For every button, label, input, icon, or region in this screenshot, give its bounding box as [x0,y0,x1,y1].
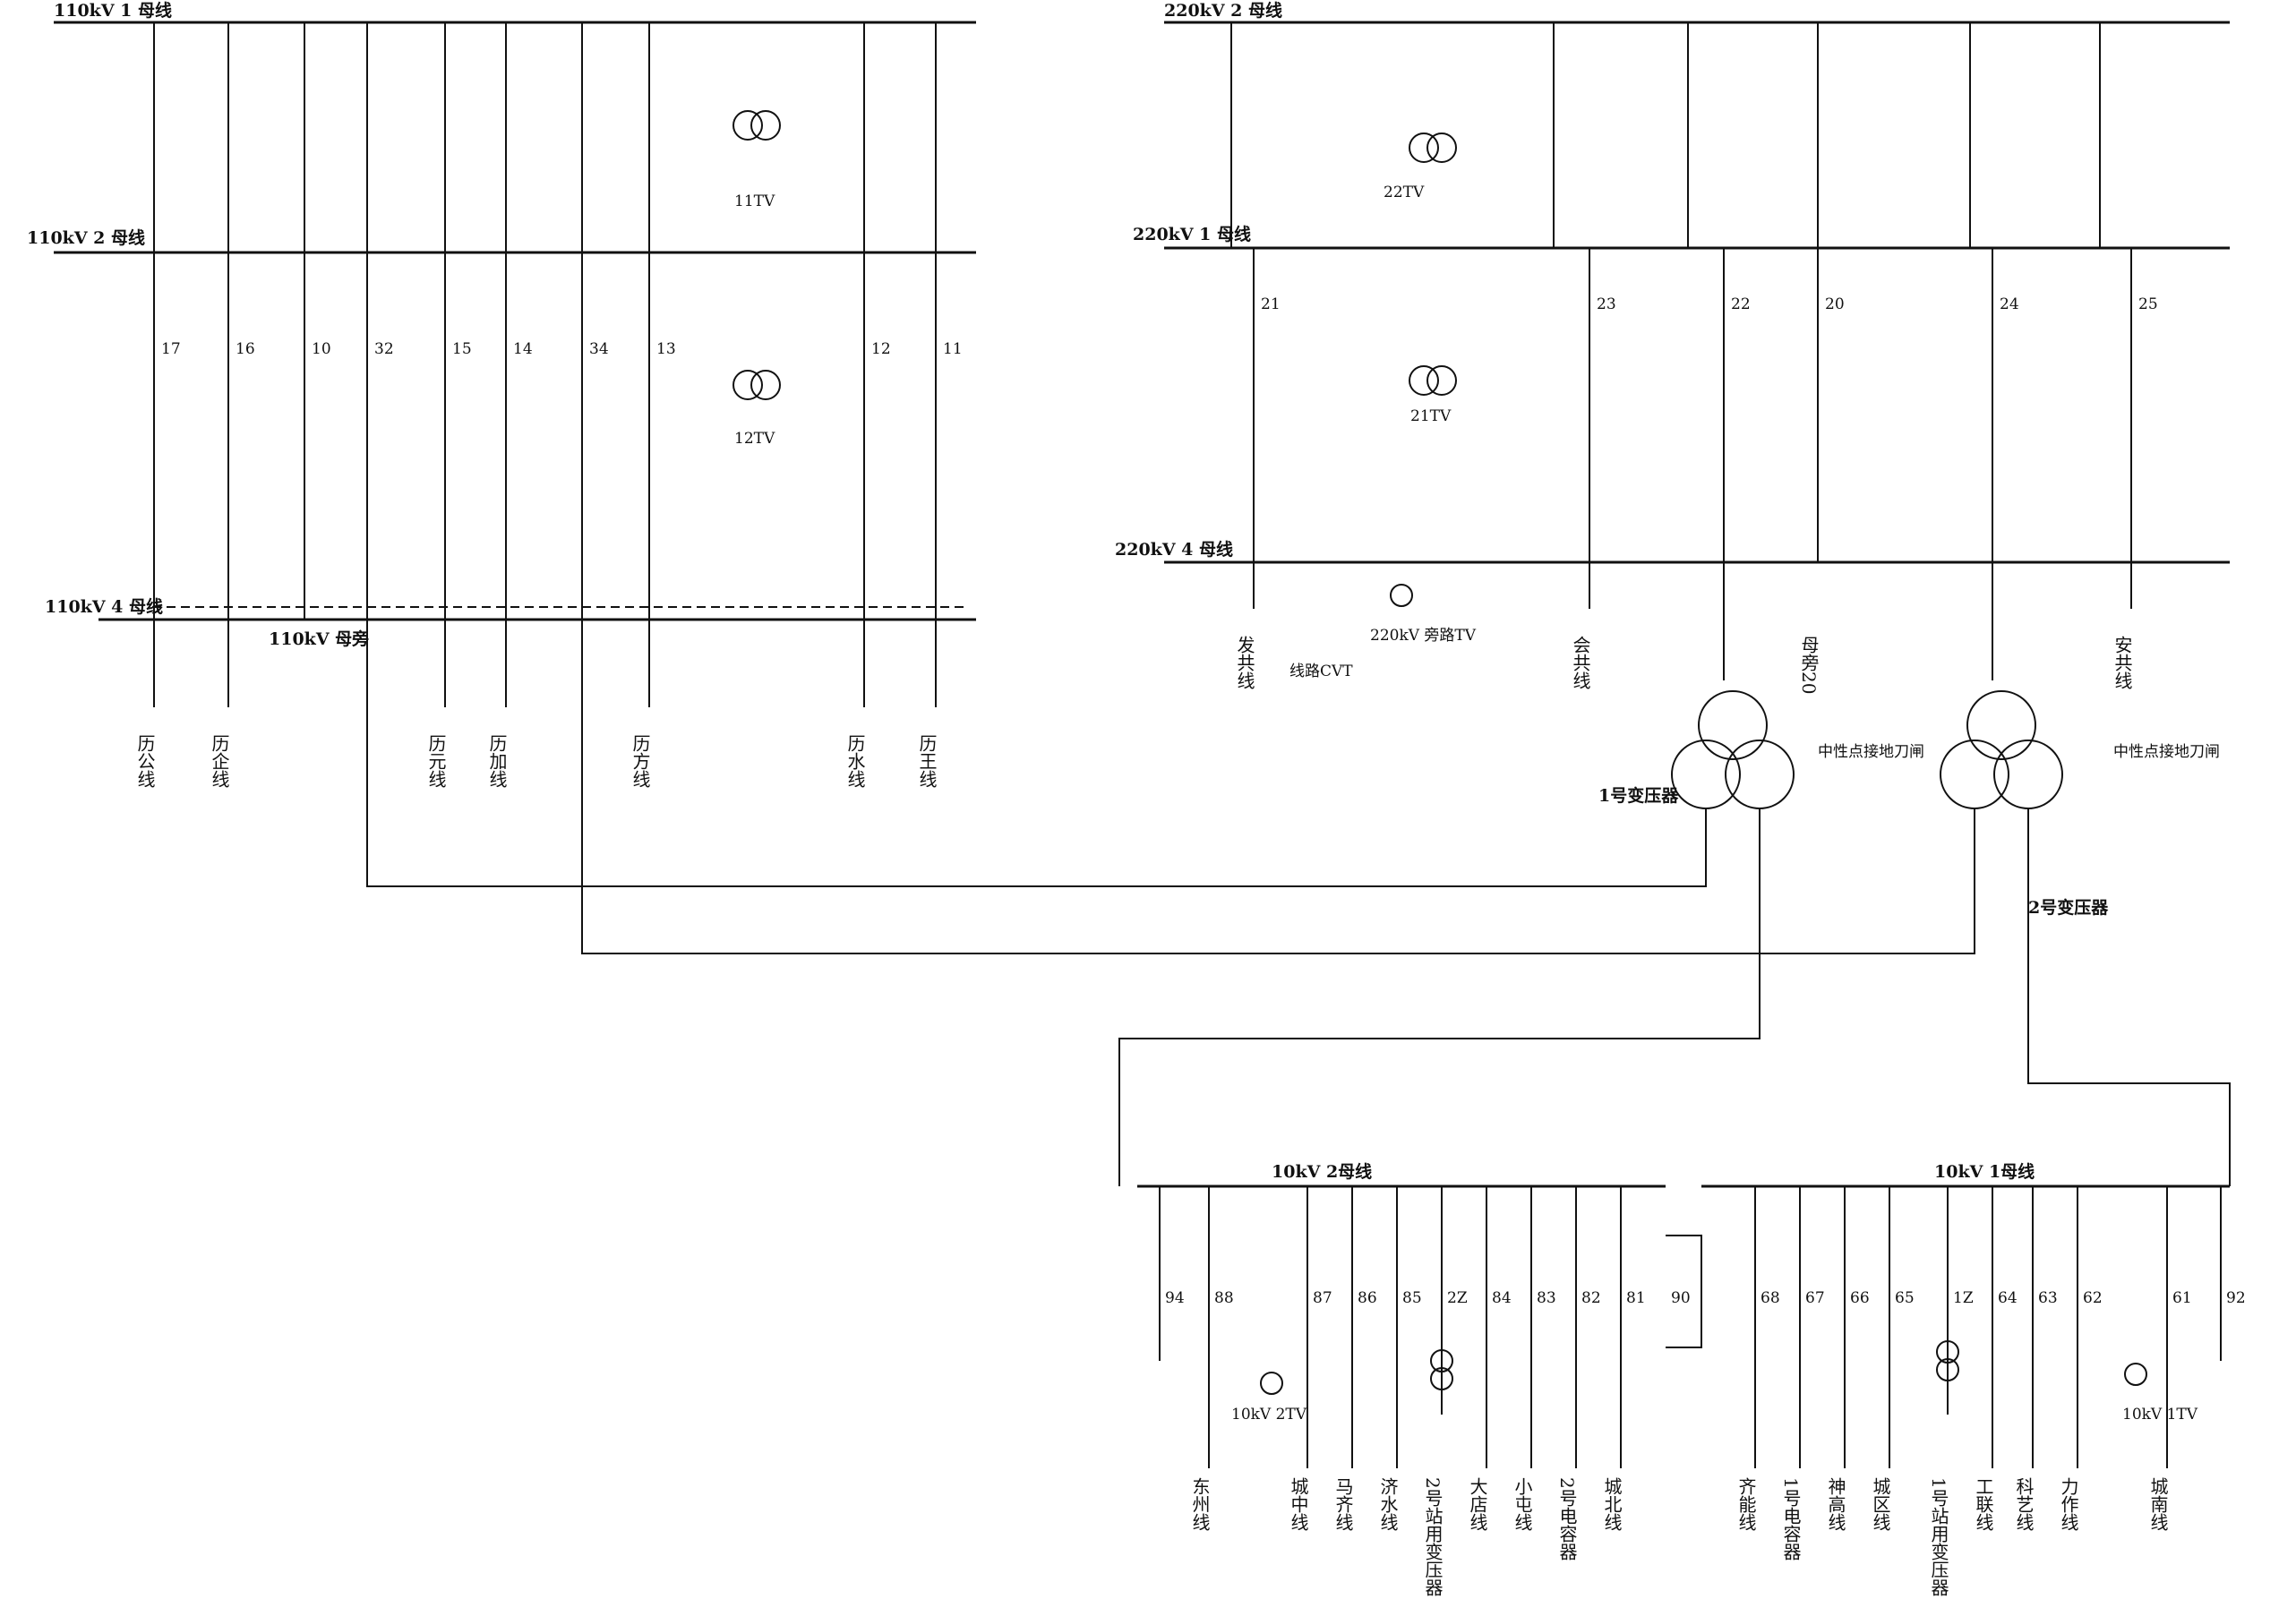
station-transformers [1430,1340,1959,1390]
feeder-10-2-id-88: 88 [1214,1289,1234,1307]
line-220-id-22: 22 [1731,295,1751,313]
feeder-10-2-id-2Z: 2Z [1447,1289,1468,1307]
label-bus-10kv-1: 10kV 1母线 [1934,1161,2035,1182]
line-220-name-20: 母旁20 [1798,636,1820,694]
label-line-cvt: 线路CVT [1289,663,1353,680]
label-bypass-tv: 220kV 旁路TV [1370,627,1477,645]
line-220-id-21: 21 [1261,295,1281,313]
feeder-10-1-id-64: 64 [1998,1289,2018,1307]
feeder-10-1-id-61: 61 [2172,1289,2192,1307]
feeder-10-1-name-65: 城区线 [1870,1477,1891,1531]
label-bus-10kv-2: 10kV 2母线 [1272,1161,1372,1182]
line-110-name-15: 历元线 [425,734,447,788]
feeder-10-2-name-84: 大店线 [1467,1477,1488,1531]
feeder-10-1-name-1Z: 1号站用变压器 [1928,1477,1949,1596]
feeder-10-1-id-65: 65 [1895,1289,1915,1307]
line-labels: 17 历公线 16 历企线 10 32 15 历元线 14 历加线 34 13 历方线 12 历水线 11 历王… [134,295,2246,1596]
line-220-id-23: 23 [1597,295,1616,313]
feeder-10-1-id-67: 67 [1805,1289,1825,1307]
feeder-10-1-name-68: 齐能线 [1735,1477,1757,1531]
feeder-10-1-id-66: 66 [1850,1289,1870,1307]
label-21tv: 21TV [1410,407,1452,425]
line-110-id-12: 12 [871,340,891,358]
label-bus-110kv-bypass: 110kV 母旁 [269,628,369,649]
line-220-name-23: 会共线 [1570,636,1591,689]
line-110-id-17: 17 [161,340,181,358]
tv-symbols [732,110,2147,1395]
feeder-10-1-name-61: 城南线 [2147,1477,2169,1531]
feeder-10-2-id-86: 86 [1358,1289,1377,1307]
bays-220 [1230,22,2132,680]
label-bus-110kv-4: 110kV 4 母线 [45,596,163,617]
label-neutral-switch-1: 中性点接地刀闸 [1818,743,1924,761]
label-transformer-2: 2号变压器 [2028,897,2109,918]
line-220-id-20: 20 [1825,295,1845,313]
feeder-10-2-name-82: 2号电容器 [1556,1477,1578,1561]
line-110-id-32: 32 [374,340,394,358]
feeder-10-2-id-82: 82 [1581,1289,1601,1307]
label-bus-110kv-1: 110kV 1 母线 [54,0,172,21]
feeder-10-1-name-62: 力作线 [2058,1477,2079,1531]
feeder-10-1-id-62: 62 [2083,1289,2103,1307]
label-bus-220kv-4: 220kV 4 母线 [1115,539,1233,560]
feeder-10-1-name-66: 神高线 [1825,1477,1846,1531]
feeder-10-2-name-86: 马齐线 [1332,1477,1354,1531]
line-110-id-16: 16 [236,340,255,358]
feeder-10-2-id-90: 90 [1671,1289,1691,1307]
label-bus-110kv-2: 110kV 2 母线 [27,227,145,248]
line-110-name-12: 历水线 [844,734,866,788]
line-110-name-14: 历加线 [486,734,508,788]
feeder-10-2-name-85: 济水线 [1377,1477,1399,1531]
feeder-10-2-name-2Z: 2号站用变压器 [1422,1477,1444,1596]
feeder-10-2-id-85: 85 [1402,1289,1422,1307]
label-neutral-switch-2: 中性点接地刀闸 [2113,743,2220,761]
feeder-10-2-id-81: 81 [1626,1289,1646,1307]
bays-110 [153,22,937,707]
feeders-10 [1159,1186,2222,1468]
label-12tv: 12TV [734,430,775,448]
label-10kv-1tv: 10kV 1TV [2122,1406,2198,1424]
label-22tv: 22TV [1384,184,1425,201]
line-220-name-25: 安共线 [2112,636,2133,689]
line-110-id-34: 34 [589,340,609,358]
line-220-id-25: 25 [2138,295,2158,313]
feeder-10-1-id-63: 63 [2038,1289,2058,1307]
feeder-10-1-name-63: 科艺线 [2013,1477,2035,1531]
feeder-10-1-name-64: 工联线 [1973,1477,1994,1531]
feeder-10-2-name-88: 东州线 [1189,1477,1211,1531]
feeder-10-1-id-1Z: 1Z [1953,1289,1974,1307]
feeder-10-2-name-83: 小屯线 [1512,1477,1533,1531]
transformer-1-symbol [1671,690,1795,809]
line-110-name-16: 历企线 [209,734,230,788]
label-11tv: 11TV [734,192,775,210]
line-220-id-24: 24 [2000,295,2019,313]
line-110-name-11: 历王线 [916,734,938,788]
label-bus-220kv-2: 220kV 2 母线 [1164,0,1282,21]
label-bus-220kv-1: 220kV 1 母线 [1133,224,1251,244]
feeder-10-2-id-83: 83 [1537,1289,1556,1307]
line-110-name-17: 历公线 [134,734,156,788]
feeder-10-1-name-67: 1号电容器 [1780,1477,1802,1561]
label-transformer-1: 1号变压器 [1598,785,1679,806]
line-110-id-15: 15 [452,340,472,358]
line-110-id-11: 11 [943,340,963,358]
feeder-10-2-id-84: 84 [1492,1289,1512,1307]
feeder-10-2-id-87: 87 [1313,1289,1332,1307]
line-220-name-21: 发共线 [1234,636,1255,689]
line-110-id-14: 14 [513,340,533,358]
line-110-id-13: 13 [656,340,676,358]
feeder-10-1-id-92: 92 [2226,1289,2246,1307]
line-110-id-10: 10 [312,340,331,358]
label-10kv-2tv: 10kV 2TV [1231,1406,1307,1424]
feeder-10-2-id-94: 94 [1165,1289,1185,1307]
feeder-10-1-id-68: 68 [1761,1289,1780,1307]
transformer-2-symbol [1940,690,2063,809]
line-110-name-13: 历方线 [630,734,651,788]
feeder-10-2-name-81: 城北线 [1601,1477,1623,1531]
feeder-10-2-name-87: 城中线 [1288,1477,1309,1531]
